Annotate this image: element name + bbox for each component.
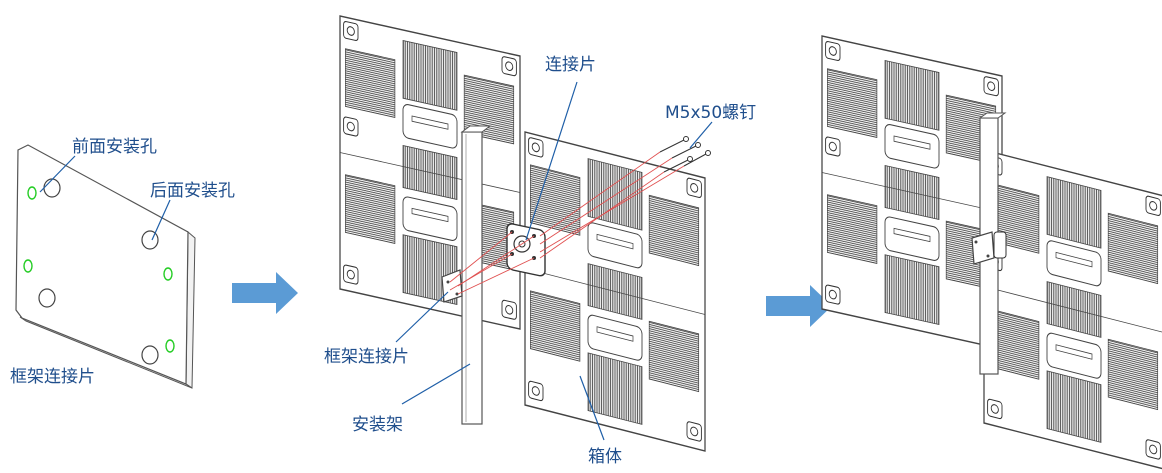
hole — [38, 288, 56, 308]
label-frame-plate-left: 框架连接片 — [10, 367, 95, 387]
cabinet-left — [339, 15, 521, 330]
front-hole-highlight — [27, 186, 37, 200]
frame-link-plate-drawing — [15, 144, 196, 389]
cabinet-right — [524, 131, 706, 452]
label-link-plate: 连接片 — [545, 55, 596, 75]
rear-hole-highlight — [163, 267, 173, 281]
assembled-drawing — [821, 35, 1162, 470]
cabinet-right-assembled — [983, 149, 1162, 470]
leader-front-hole — [39, 155, 76, 193]
frame-link-plate-assembled — [971, 231, 995, 265]
leader-link-plate — [525, 81, 578, 241]
hole — [141, 345, 159, 365]
leader-rear-hole — [151, 199, 171, 241]
link-plate — [506, 223, 546, 277]
label-mount-rack: 安装架 — [352, 415, 403, 435]
link-plate-assembled — [993, 231, 1007, 259]
m5x50-screws — [659, 136, 711, 173]
leader-screw — [689, 121, 713, 149]
plate-face — [15, 144, 189, 385]
label-rear-hole: 后面安装孔 — [150, 181, 235, 201]
leader-cabinet — [579, 375, 605, 441]
right-arrow-icon — [232, 272, 298, 314]
label-frame-plate-mid: 框架连接片 — [324, 347, 409, 367]
label-screw: M5x50螺钉 — [665, 103, 756, 123]
right-arrow-icon — [766, 285, 832, 327]
label-front-hole: 前面安装孔 — [72, 137, 157, 157]
label-cabinet: 箱体 — [588, 447, 622, 467]
front-hole-highlight — [23, 259, 33, 273]
cabinet-left-assembled — [821, 35, 1003, 350]
hole — [43, 178, 61, 198]
leader-mount-rack — [401, 363, 471, 405]
hole — [141, 230, 159, 250]
mount-rack — [461, 131, 483, 425]
screw-alignment-lines — [449, 151, 685, 295]
rear-hole-highlight — [165, 339, 175, 353]
leader-frame-plate — [395, 291, 449, 343]
assembly-exploded-drawing — [339, 15, 713, 452]
